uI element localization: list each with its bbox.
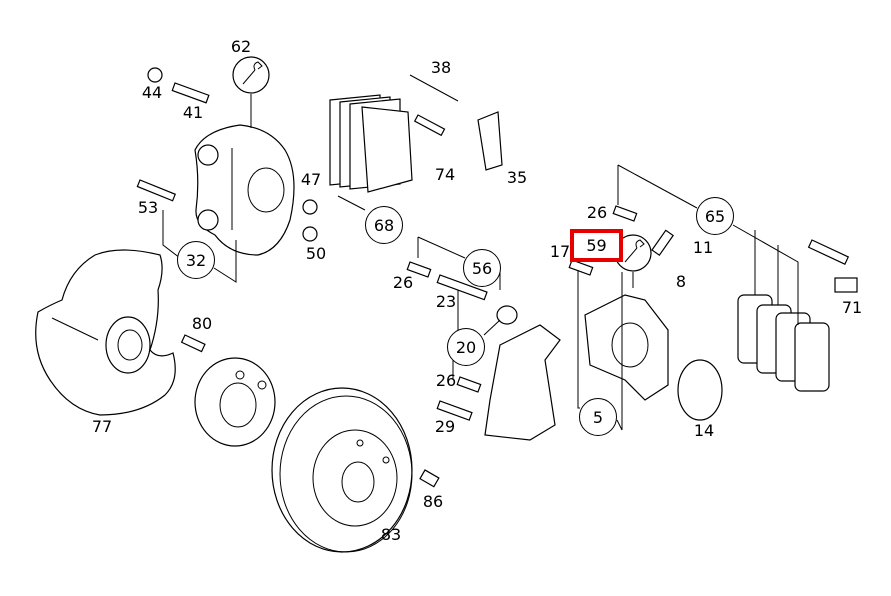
- bleeder-41: [171, 82, 210, 104]
- retaining-ring-14: [677, 359, 723, 421]
- part-label-74[interactable]: 74: [434, 165, 456, 184]
- cap-44: [147, 67, 163, 83]
- part-label-8[interactable]: 8: [675, 272, 687, 291]
- highlighted-part-59[interactable]: 59: [570, 229, 623, 262]
- brake-disc-83: [271, 387, 413, 553]
- part-label-38[interactable]: 38: [430, 58, 452, 77]
- group-label-5[interactable]: 5: [579, 398, 617, 436]
- bolt-26: [612, 205, 638, 222]
- wrench-icon: [232, 56, 270, 94]
- part-label-26[interactable]: 26: [392, 273, 414, 292]
- bleeder-8: [651, 229, 674, 256]
- wheel-hub: [194, 357, 276, 447]
- sensor-71: [834, 277, 858, 293]
- pin-38: [409, 74, 459, 102]
- spring-clip-35: [477, 111, 503, 171]
- group-label-32[interactable]: 32: [177, 241, 215, 279]
- group-label-20[interactable]: 20: [447, 328, 485, 366]
- bolt-80: [180, 334, 206, 353]
- washer-50: [302, 226, 318, 242]
- part-label-53[interactable]: 53: [137, 198, 159, 217]
- part-label-14[interactable]: 14: [693, 421, 715, 440]
- part-label-80[interactable]: 80: [191, 314, 213, 333]
- part-label-62[interactable]: 62: [230, 37, 252, 56]
- spring-74: [413, 114, 446, 137]
- part-label-50[interactable]: 50: [305, 244, 327, 263]
- screw-86: [419, 469, 440, 488]
- leader-lines: [162, 94, 799, 431]
- brake-pads-68: [329, 94, 413, 193]
- part-label-44[interactable]: 44: [141, 83, 163, 102]
- part-label-41[interactable]: 41: [182, 103, 204, 122]
- part-label-35[interactable]: 35: [506, 168, 528, 187]
- caliper-4-piston: [194, 124, 295, 256]
- part-label-11[interactable]: 11: [692, 238, 714, 257]
- group-label-68[interactable]: 68: [365, 206, 403, 244]
- bolt-53: [136, 179, 177, 202]
- wrench-icon: [614, 234, 652, 272]
- part-label-77[interactable]: 77: [91, 417, 113, 436]
- bolt-17: [568, 259, 594, 276]
- part-label-47[interactable]: 47: [300, 170, 322, 189]
- part-label-83[interactable]: 83: [380, 525, 402, 544]
- washer-47: [302, 199, 318, 215]
- part-label-26[interactable]: 26: [435, 371, 457, 390]
- part-label-23[interactable]: 23: [435, 292, 457, 311]
- caliper-housing-5: [584, 294, 669, 401]
- group-label-65[interactable]: 65: [696, 197, 734, 235]
- part-label-86[interactable]: 86: [422, 492, 444, 511]
- group-label-56[interactable]: 56: [463, 249, 501, 287]
- part-label-29[interactable]: 29: [434, 417, 456, 436]
- part-label-71[interactable]: 71: [841, 298, 863, 317]
- part-label-26[interactable]: 26: [586, 203, 608, 222]
- part-label-17[interactable]: 17: [549, 242, 571, 261]
- brake-pads-65: [737, 294, 830, 392]
- spring-71: [807, 239, 850, 265]
- backing-plate-77: [35, 249, 176, 416]
- caliper-carrier-20: [406, 261, 561, 441]
